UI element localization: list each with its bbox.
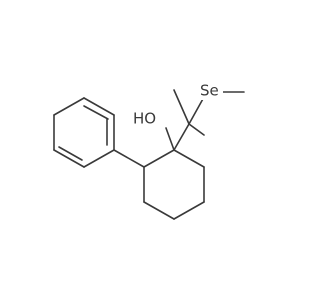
cyclohexane-ring — [143, 149, 205, 220]
ring-bond-4 — [173, 201, 205, 220]
phenyl-double-bond-1 — [58, 146, 83, 161]
phenyl-bond-1 — [83, 149, 115, 168]
carbon-selenium-bond — [188, 96, 205, 125]
ring-bond-1 — [143, 149, 175, 168]
isopropyl-selenyl-fragment — [173, 89, 245, 151]
methyl-down-bond — [188, 123, 205, 136]
selenium-label-background — [199, 82, 223, 100]
ring-bond-3 — [143, 201, 175, 220]
phenyl-bond-5 — [83, 97, 115, 116]
phenyl-ring — [53, 97, 145, 168]
quaternary-carbon-bond — [173, 123, 190, 151]
selenium-label: Se — [200, 82, 219, 100]
phenyl-link-bond — [113, 149, 145, 168]
hydroxyl-bond — [165, 127, 175, 151]
phenyl-double-bond-2 — [83, 105, 109, 120]
phenyl-bond-2 — [53, 149, 85, 168]
molecule-structure-diagram: HO Se — [53, 82, 245, 220]
hydroxyl-label-background — [132, 110, 160, 128]
methyl-up-bond — [173, 89, 190, 125]
ring-bond-6 — [173, 149, 205, 168]
hydroxyl-label: HO — [133, 110, 156, 128]
phenyl-bond-4 — [53, 97, 85, 116]
